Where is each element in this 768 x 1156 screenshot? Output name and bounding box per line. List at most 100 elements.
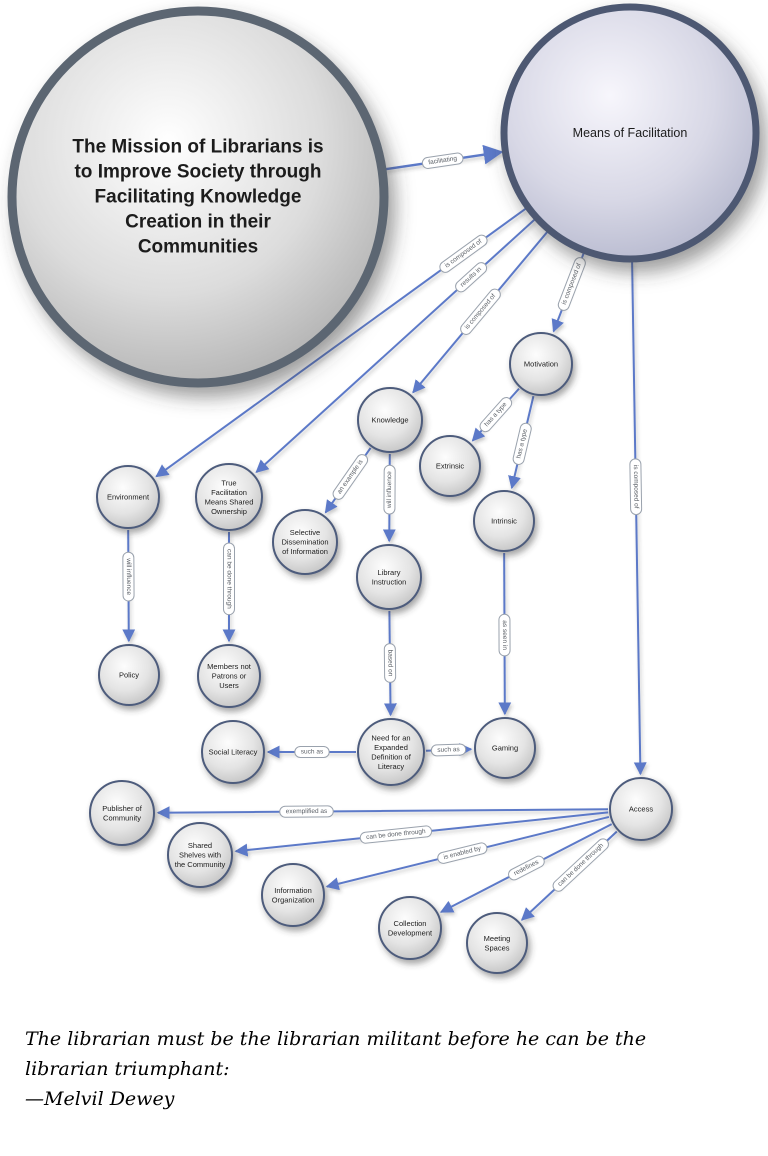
concept-node-intrinsic[interactable]: Intrinsic bbox=[473, 490, 535, 552]
edge-label-text: is composed of bbox=[632, 465, 640, 509]
node-circle[interactable] bbox=[419, 435, 481, 497]
node-label: Means of Facilitation bbox=[573, 126, 688, 140]
edge-label-capsule bbox=[383, 464, 396, 515]
edge-label: is composed of bbox=[629, 458, 643, 516]
node-circle[interactable] bbox=[272, 509, 338, 575]
edge-label-capsule bbox=[332, 454, 369, 500]
node-label: Policy bbox=[119, 671, 139, 680]
edge-label: exemplified as bbox=[279, 805, 334, 818]
concept-node-means[interactable]: Means of Facilitation bbox=[500, 3, 760, 263]
edge-label: can be done through bbox=[552, 838, 609, 892]
edge-label: can be done through bbox=[359, 825, 433, 844]
concept-node-motivation[interactable]: Motivation bbox=[509, 332, 573, 396]
edge-means-access bbox=[631, 260, 647, 776]
node-label: Knowledge bbox=[371, 416, 408, 425]
edge-label-capsule bbox=[479, 397, 513, 433]
node-circle[interactable] bbox=[96, 465, 160, 529]
node-circle[interactable] bbox=[509, 332, 573, 396]
node-circle[interactable] bbox=[195, 463, 263, 531]
node-label: Intrinsic bbox=[491, 517, 517, 526]
edge-label: can be done through bbox=[223, 542, 235, 616]
quote-block: The librarian must be the librarian mili… bbox=[25, 1024, 715, 1114]
node-circle[interactable] bbox=[357, 387, 423, 453]
edge-label: is composed of bbox=[460, 288, 501, 335]
edge-label-capsule bbox=[512, 422, 532, 465]
edge-label-text: will influence bbox=[386, 471, 393, 509]
node-circle[interactable] bbox=[474, 717, 536, 779]
node-circle[interactable] bbox=[261, 863, 325, 927]
node-circle[interactable] bbox=[473, 490, 535, 552]
edge-label: is composed of bbox=[557, 257, 586, 311]
edge-label-text: can be done through bbox=[226, 549, 233, 609]
edge-label-capsule bbox=[122, 551, 135, 602]
edge-label: will influence bbox=[122, 551, 135, 602]
node-circle[interactable] bbox=[609, 777, 673, 841]
edge-label-capsule bbox=[439, 234, 488, 273]
node-circle[interactable] bbox=[89, 780, 155, 846]
edge-label-text: has a type bbox=[483, 401, 508, 428]
concept-node-gaming[interactable]: Gaming bbox=[474, 717, 536, 779]
concept-node-knowledge[interactable]: Knowledge bbox=[357, 387, 423, 453]
node-circle[interactable] bbox=[378, 896, 442, 960]
edge-line bbox=[156, 806, 609, 820]
quote-text: The librarian must be the librarian mili… bbox=[25, 1028, 647, 1080]
node-circle[interactable] bbox=[98, 644, 160, 706]
edge-label-text: as seen in bbox=[501, 620, 508, 650]
edge-label-text: facilitating bbox=[428, 155, 458, 166]
edge-label-capsule bbox=[557, 257, 586, 311]
edge-label-text: an example is bbox=[336, 458, 365, 496]
concept-node-environment[interactable]: Environment bbox=[96, 465, 160, 529]
concept-node-policy[interactable]: Policy bbox=[98, 644, 160, 706]
node-label: Motivation bbox=[524, 360, 558, 369]
edge-label: based on bbox=[383, 643, 397, 683]
edge-label-text: such as bbox=[437, 746, 460, 754]
edge-label-capsule bbox=[359, 825, 433, 844]
edge-label: has a type bbox=[479, 397, 513, 433]
concept-node-social-literacy[interactable]: Social Literacy bbox=[201, 720, 265, 784]
node-circle[interactable] bbox=[466, 912, 528, 974]
concept-node-extrinsic[interactable]: Extrinsic bbox=[419, 435, 481, 497]
edge-label-capsule bbox=[279, 805, 334, 818]
edge-label: will influence bbox=[383, 464, 396, 515]
edge-label: such as bbox=[430, 743, 467, 757]
edge-label-text: such as bbox=[301, 749, 324, 756]
node-circle[interactable] bbox=[201, 720, 265, 784]
concept-node-access[interactable]: Access bbox=[609, 777, 673, 841]
edge-label: has a type bbox=[512, 422, 532, 465]
node-circle[interactable] bbox=[357, 718, 425, 786]
node-circle[interactable] bbox=[500, 3, 760, 263]
edge-label-capsule bbox=[508, 855, 545, 881]
edge-access-publisher bbox=[156, 806, 609, 820]
edge-label: such as bbox=[294, 746, 330, 758]
edge-label: results in bbox=[455, 262, 488, 293]
node-circle[interactable] bbox=[167, 822, 233, 888]
node-circle[interactable] bbox=[7, 6, 389, 388]
edge-label-capsule bbox=[629, 458, 643, 516]
edge-label: is enabled by bbox=[437, 842, 488, 864]
quote-attribution: —Melvil Dewey bbox=[25, 1088, 175, 1110]
edge-label-capsule bbox=[383, 643, 397, 683]
node-circle[interactable] bbox=[197, 644, 261, 708]
edge-label-capsule bbox=[223, 542, 235, 616]
node-circle[interactable] bbox=[356, 544, 422, 610]
